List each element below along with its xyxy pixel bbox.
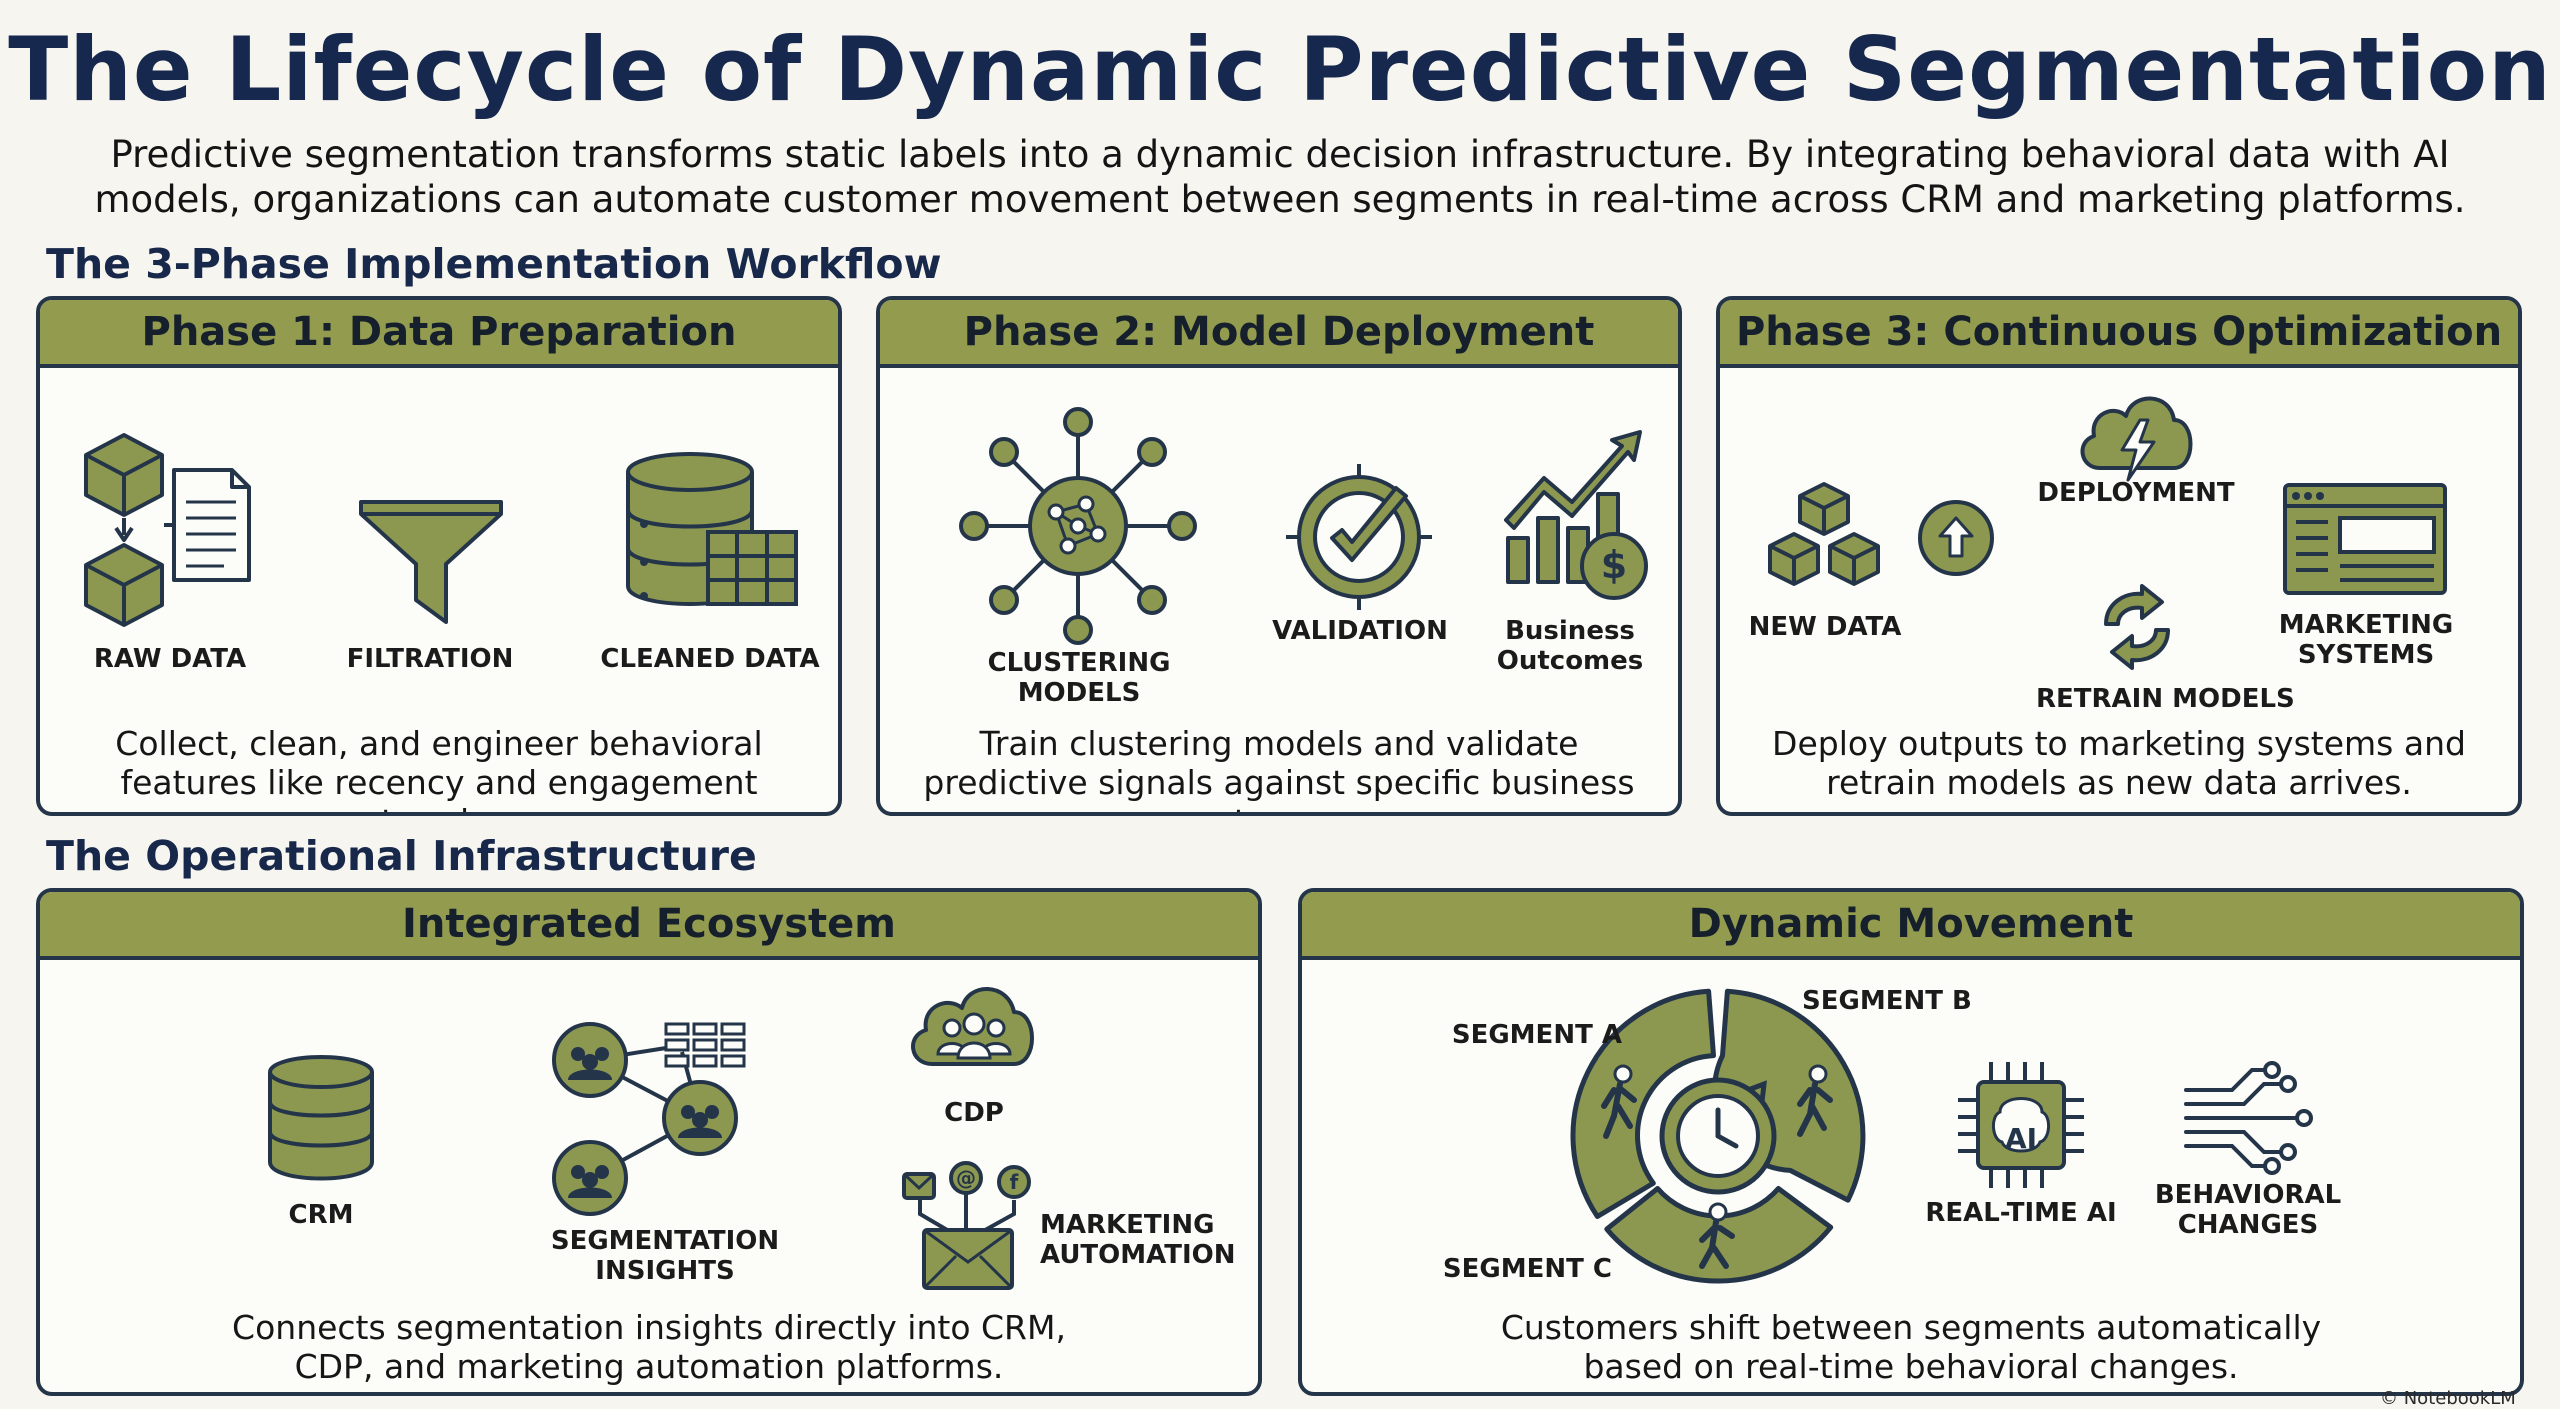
phase-2-panel: Phase 2: Model Deployment bbox=[876, 296, 1682, 816]
marketing-systems-browser-icon bbox=[2282, 482, 2448, 596]
cloud-lightning-icon bbox=[2074, 384, 2198, 488]
ai-chip-icon bbox=[1956, 1060, 2086, 1190]
infrastructure-heading: The Operational Infrastructure bbox=[46, 832, 757, 880]
integrated-ecosystem-panel: Integrated Ecosystem CRM bbox=[36, 888, 1262, 1396]
clustering-network-icon bbox=[959, 407, 1197, 645]
svg-text:@: @ bbox=[956, 1166, 976, 1190]
svg-text:$: $ bbox=[1601, 543, 1627, 587]
segment-c-label: SEGMENT C bbox=[1442, 1254, 1612, 1284]
movement-description: Customers shift between segments automat… bbox=[1500, 1308, 2322, 1386]
retrain-refresh-icon bbox=[2094, 584, 2180, 670]
integrated-ecosystem-title: Integrated Ecosystem bbox=[40, 892, 1258, 960]
phase-1-title: Phase 1: Data Preparation bbox=[40, 300, 838, 368]
behavioral-changes-circuit-icon bbox=[2184, 1061, 2313, 1180]
segment-a-label: SEGMENT A bbox=[1451, 1020, 1622, 1050]
page-title: The Lifecycle of Dynamic Predictive Segm… bbox=[8, 18, 2552, 121]
crm-label: CRM bbox=[288, 1200, 354, 1230]
phase-1-description: Collect, clean, and engineer behavioral … bbox=[115, 724, 763, 812]
validation-check-icon bbox=[1284, 462, 1434, 612]
watermark: © NotebookLM bbox=[2380, 1388, 2516, 1409]
cdp-cloud-icon bbox=[904, 972, 1044, 1082]
new-data-label: NEW DATA bbox=[1748, 612, 1902, 642]
filter-funnel-icon bbox=[358, 490, 504, 626]
deployment-label: DEPLOYMENT bbox=[2037, 478, 2235, 508]
cleaned-data-label: CLEANED DATA bbox=[600, 644, 820, 674]
marketing-automation-mail-icon: @ f bbox=[898, 1161, 1038, 1292]
clustering-models-label: CLUSTERING MODELS bbox=[987, 648, 1171, 708]
validation-label: VALIDATION bbox=[1272, 616, 1448, 646]
workflow-heading: The 3-Phase Implementation Workflow bbox=[46, 240, 942, 288]
business-outcomes-label: Business Outcomes bbox=[1496, 616, 1644, 676]
phase-2-description: Train clustering models and validate pre… bbox=[923, 724, 1635, 812]
marketing-automation-label: MARKETING AUTOMATION bbox=[1040, 1210, 1236, 1270]
ecosystem-description: Connects segmentation insights directly … bbox=[232, 1308, 1066, 1386]
intro-paragraph: Predictive segmentation transforms stati… bbox=[94, 133, 2466, 221]
segment-cycle-icon bbox=[1568, 986, 1868, 1286]
phase-3-title: Phase 3: Continuous Optimization bbox=[1720, 300, 2518, 368]
dynamic-movement-panel: Dynamic Movement SEGMENT A bbox=[1298, 888, 2524, 1396]
phase-3-description: Deploy outputs to marketing systems and … bbox=[1772, 724, 2466, 802]
real-time-ai-label: REAL-TIME AI bbox=[1925, 1198, 2117, 1228]
phase-3-panel: Phase 3: Continuous Optimization NEW DAT… bbox=[1716, 296, 2522, 816]
filtration-label: FILTRATION bbox=[346, 644, 514, 674]
behavioral-changes-label: BEHAVIORAL CHANGES bbox=[2154, 1180, 2342, 1240]
raw-data-label: RAW DATA bbox=[93, 644, 247, 674]
phase-1-panel: Phase 1: Data Preparation RAW DATA bbox=[36, 296, 842, 816]
cdp-label: CDP bbox=[944, 1098, 1004, 1128]
business-growth-icon: $ bbox=[1500, 430, 1650, 610]
svg-text:f: f bbox=[1010, 1170, 1019, 1194]
segment-b-label: SEGMENT B bbox=[1802, 986, 1972, 1016]
dynamic-movement-title: Dynamic Movement bbox=[1302, 892, 2520, 960]
new-data-cubes-icon bbox=[1764, 482, 1884, 592]
database-table-icon bbox=[622, 450, 802, 620]
segmentation-insights-label: SEGMENTATION INSIGHTS bbox=[550, 1226, 780, 1286]
upload-arrow-icon bbox=[1916, 498, 1996, 578]
ai-chip-text: AI bbox=[2004, 1122, 2038, 1155]
phase-2-title: Phase 2: Model Deployment bbox=[880, 300, 1678, 368]
crm-database-icon bbox=[266, 1054, 376, 1184]
marketing-systems-label: MARKETING SYSTEMS bbox=[2278, 610, 2454, 670]
raw-data-icon bbox=[84, 430, 264, 630]
segmentation-network-icon bbox=[548, 1018, 778, 1218]
retrain-models-label: RETRAIN MODELS bbox=[2036, 684, 2295, 714]
